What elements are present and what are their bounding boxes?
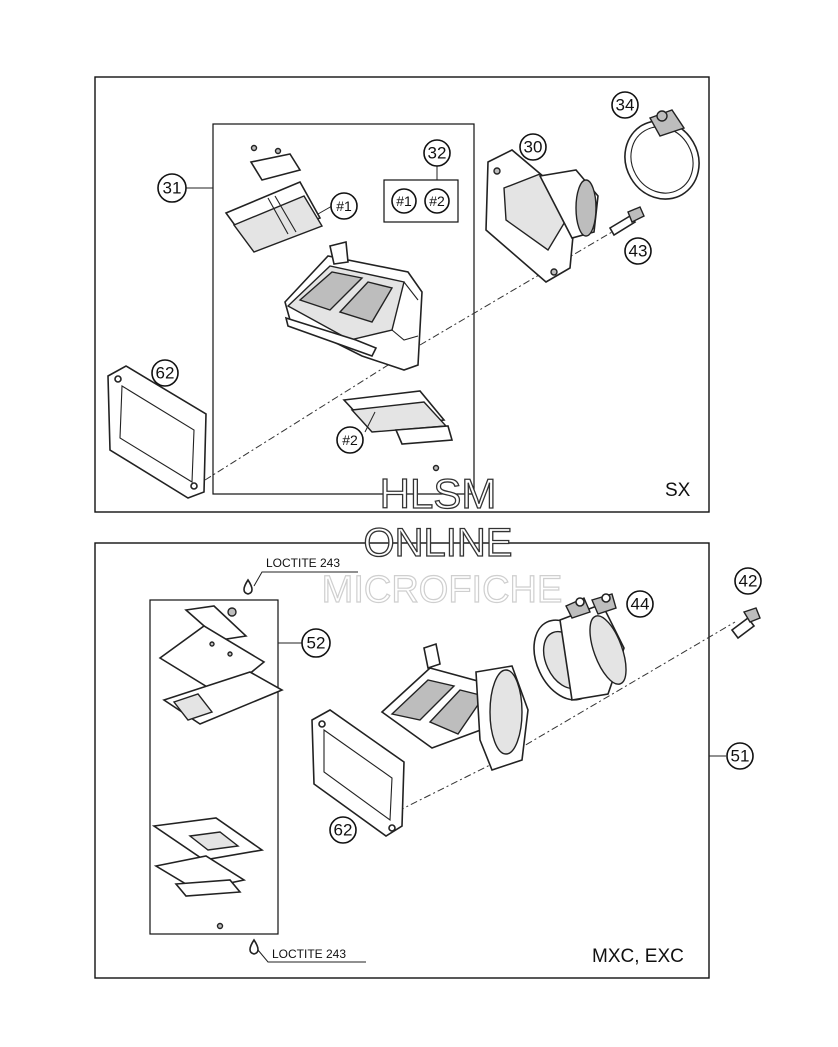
callout-32: 32	[423, 139, 451, 167]
loctite-drop-top	[243, 578, 253, 595]
svg-text:44: 44	[631, 595, 650, 614]
mxc-intake-gasket	[311, 709, 405, 837]
mxc-flange-bolt	[730, 607, 761, 640]
reed-assembly-box	[212, 123, 475, 495]
mxc-variant-label: MXC, EXC	[592, 946, 684, 967]
watermark-line-3: MICROFICHE	[322, 569, 563, 611]
mxc-reed-petals-bottom	[151, 817, 265, 930]
sx-assembly-line	[204, 231, 613, 481]
reed-petal-1	[224, 144, 324, 253]
svg-text:62: 62	[334, 821, 353, 840]
callout-62-bottom: 62	[329, 816, 357, 844]
callout-34: 34	[611, 91, 639, 119]
loctite-top-leader	[253, 571, 358, 587]
callout-2a: #2	[336, 426, 364, 454]
watermark-line-2: ONLINE	[364, 521, 513, 565]
svg-text:51: 51	[731, 747, 750, 766]
reed-kit-box	[149, 599, 279, 935]
svg-text:34: 34	[616, 96, 635, 115]
svg-text:42: 42	[739, 572, 758, 591]
svg-text:62: 62	[156, 364, 175, 383]
svg-text:#2: #2	[342, 432, 358, 448]
hose-clamp	[624, 109, 700, 200]
mxc-panel: LOCTITE 243 LOCTITE 243	[94, 542, 762, 979]
leader-2a	[364, 411, 376, 433]
mxc-reed-petals-top	[158, 605, 284, 725]
callout-62-top: 62	[151, 359, 179, 387]
callout-2b: #2	[424, 188, 450, 214]
svg-text:#1: #1	[336, 198, 352, 214]
callout-52: 52	[301, 628, 331, 658]
sx-panel-frame	[94, 76, 710, 513]
loctite-bottom-leader	[257, 949, 366, 963]
sx-variant-label: SX	[665, 480, 691, 501]
sx-panel: 31 32 #1 #2 #1 #2 30 34	[94, 76, 710, 513]
svg-text:31: 31	[163, 179, 182, 198]
svg-text:52: 52	[307, 634, 326, 653]
callout-31: 31	[157, 173, 187, 203]
intake-gasket	[107, 365, 207, 499]
svg-text:32: 32	[428, 144, 447, 163]
callout-43: 43	[624, 237, 652, 265]
reed-valve-block	[284, 240, 423, 371]
loctite-top-label: LOCTITE 243	[266, 556, 340, 570]
reed-petal-2	[342, 390, 454, 472]
callout-1a: #1	[330, 192, 358, 220]
flange-bolt	[608, 206, 645, 237]
intake-manifold	[533, 593, 627, 701]
kit-32-box	[383, 179, 459, 223]
loctite-bottom-label: LOCTITE 243	[272, 947, 346, 961]
callout-44: 44	[626, 590, 654, 618]
callout-42: 42	[734, 567, 762, 595]
intake-flange	[485, 149, 599, 283]
mxc-reed-valve-block	[380, 642, 529, 771]
callout-1b: #1	[391, 188, 417, 214]
svg-text:30: 30	[524, 138, 543, 157]
mxc-panel-frame	[94, 542, 710, 979]
svg-text:43: 43	[629, 242, 648, 261]
watermark-line-1: HLSM	[380, 470, 497, 517]
leader-1a	[317, 205, 333, 215]
watermark: HLSM ONLINE MICROFICHE	[321, 469, 563, 611]
svg-text:#1: #1	[396, 193, 412, 209]
loctite-drop-bottom	[249, 938, 259, 955]
callout-30: 30	[519, 133, 547, 161]
callout-51: 51	[726, 742, 754, 770]
svg-text:#2: #2	[429, 193, 445, 209]
